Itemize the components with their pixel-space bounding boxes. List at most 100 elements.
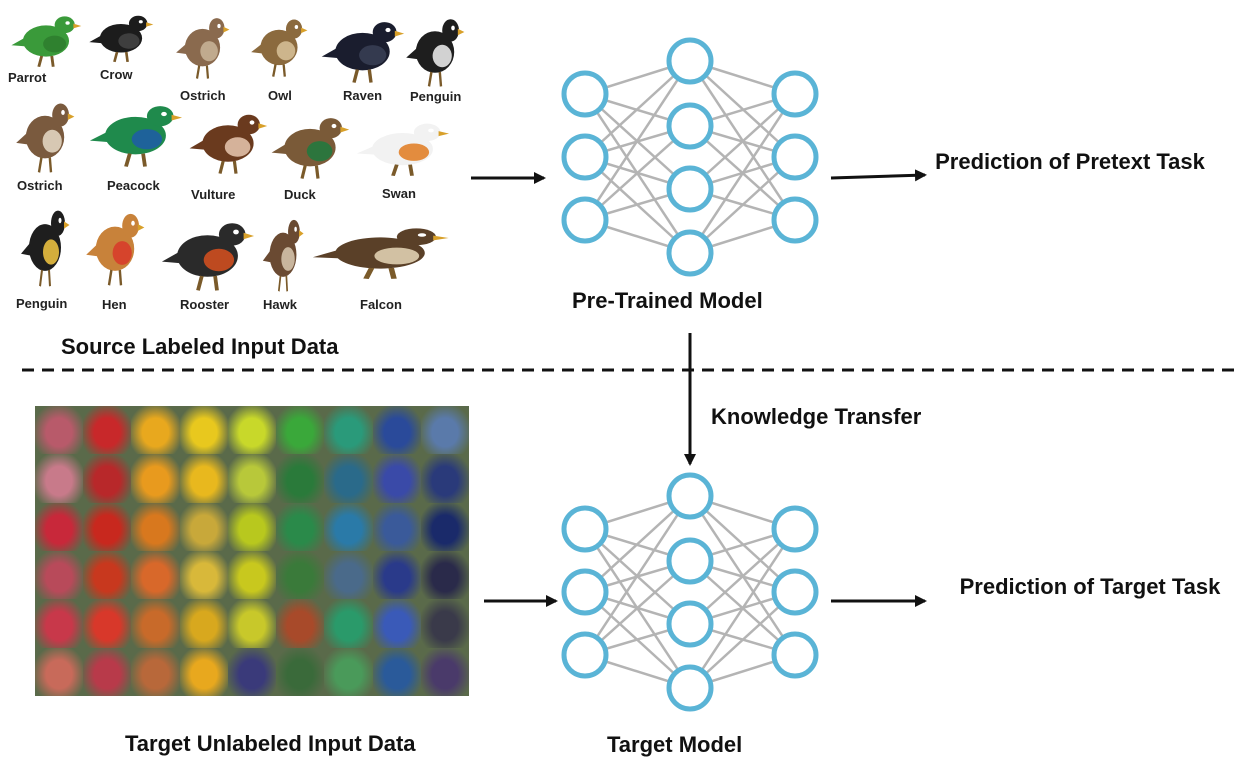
bird-photo-tile xyxy=(227,550,277,600)
bird-photo-tile xyxy=(372,599,421,648)
bird-label-penguin: Penguin xyxy=(410,89,462,104)
bird-photo-tile xyxy=(35,550,84,600)
target-photo-grid xyxy=(35,406,469,696)
bird-label-peacock: Peacock xyxy=(107,178,160,193)
bird-photo-tile xyxy=(83,406,132,455)
pretrained-model-caption: Pre-Trained Model xyxy=(572,288,763,313)
target-prediction-label: Prediction of Target Task xyxy=(959,574,1221,599)
pretrained-edge xyxy=(584,60,691,158)
target-edge xyxy=(689,591,796,689)
bird-photo-tile xyxy=(324,599,373,648)
target-edge xyxy=(688,528,797,689)
pretrained-node-layer-2 xyxy=(666,229,714,277)
bird-photo-tile xyxy=(324,647,373,696)
arrow-pretrained-to-pretext xyxy=(830,169,927,182)
bird-photo-tile xyxy=(324,502,373,551)
knowledge-transfer-label: Knowledge Transfer xyxy=(711,404,922,429)
bird-icon-hawk xyxy=(262,219,304,292)
bird-icon-parrot xyxy=(11,16,82,68)
bird-photo-tile xyxy=(420,502,469,551)
bird-photo-tile xyxy=(179,599,228,648)
bird-photo-tile xyxy=(131,406,180,455)
bird-label-hawk: Hawk xyxy=(263,297,297,312)
bird-photo-tile xyxy=(276,502,325,551)
pretrained-edge xyxy=(583,60,692,221)
pretrained-node-layer-1 xyxy=(561,196,609,244)
pretrained-edge xyxy=(689,93,796,190)
pretrained-edge xyxy=(689,156,796,254)
bird-photo-tile xyxy=(420,454,469,503)
bird-photo-tile xyxy=(276,599,325,648)
bird-photo-tile xyxy=(227,647,277,696)
bird-label-vulture: Vulture xyxy=(191,187,236,202)
bird-photo-tile xyxy=(420,550,469,600)
bird-photo-tile xyxy=(179,406,228,455)
target-node-layer-2 xyxy=(666,664,714,712)
target-node-layer-1 xyxy=(561,631,609,679)
target-edge xyxy=(583,495,692,656)
bird-photo-tile xyxy=(83,502,132,551)
source-data-caption: Source Labeled Input Data xyxy=(61,334,339,359)
bird-photo-tile xyxy=(420,647,469,696)
pretrained-node-layer-3 xyxy=(771,70,819,118)
bird-photo-tile xyxy=(227,502,277,551)
bird-icon-vulture xyxy=(189,114,268,174)
bird-photo-tile xyxy=(35,406,84,455)
target-node-layer-1 xyxy=(561,505,609,553)
target-node-layer-2 xyxy=(666,600,714,648)
target-node-layer-3 xyxy=(771,631,819,679)
bird-label-duck: Duck xyxy=(284,187,316,202)
bird-photo-tile xyxy=(372,502,421,551)
bird-photo-tile xyxy=(83,454,132,503)
target-model-caption: Target Model xyxy=(607,732,743,757)
bird-photo-tile xyxy=(324,454,373,503)
bird-photo-tile xyxy=(35,647,84,696)
bird-photo-tile xyxy=(372,647,421,696)
bird-icon-ostrich xyxy=(16,103,75,173)
pretrained-node-layer-1 xyxy=(561,70,609,118)
pretrained-node-layer-3 xyxy=(771,196,819,244)
target-data-caption: Target Unlabeled Input Data xyxy=(125,731,416,756)
target-edge xyxy=(689,528,796,625)
bird-icon-peacock xyxy=(89,106,183,167)
bird-photo-tile xyxy=(227,454,277,503)
bird-icon-penguin xyxy=(406,19,465,87)
bird-photo-tile xyxy=(83,599,132,648)
bird-label-rooster: Rooster xyxy=(180,297,230,312)
target-node-layer-2 xyxy=(666,537,714,585)
bird-label-owl: Owl xyxy=(268,88,292,103)
pretrained-node-layer-2 xyxy=(666,165,714,213)
bird-photo-tile xyxy=(35,599,84,648)
bird-label-ostrich: Ostrich xyxy=(17,178,63,193)
bird-photo-tile xyxy=(324,550,373,600)
bird-label-raven: Raven xyxy=(343,88,383,103)
bird-photo-tile xyxy=(276,406,325,455)
bird-photo-tile xyxy=(179,647,228,696)
bird-label-swan: Swan xyxy=(382,186,416,201)
pretrained-edge xyxy=(688,93,797,254)
bird-icon-penguin xyxy=(21,210,70,287)
bird-label-crow: Crow xyxy=(100,67,133,82)
bird-photo-tile xyxy=(420,599,469,648)
target-node-layer-2 xyxy=(666,472,714,520)
target-edge xyxy=(584,495,691,593)
bird-icon-raven xyxy=(321,22,405,83)
bird-photo-tile xyxy=(420,406,469,455)
bird-photo-tile xyxy=(35,454,84,503)
bird-photo-tile xyxy=(179,454,228,503)
bird-photo-tile xyxy=(131,454,180,503)
bird-photo-tile xyxy=(131,647,180,696)
bird-icon-crow xyxy=(89,15,154,63)
pretrained-network xyxy=(561,37,819,277)
bird-photo-tile xyxy=(83,550,132,600)
bird-photo-tile xyxy=(35,502,84,551)
pretrained-node-layer-2 xyxy=(666,102,714,150)
bird-photo-tile xyxy=(324,406,373,455)
target-node-layer-3 xyxy=(771,568,819,616)
bird-label-parrot: Parrot xyxy=(8,70,47,85)
bird-icon-ostrich xyxy=(176,18,230,79)
target-network xyxy=(561,472,819,712)
bird-photo-tile xyxy=(179,502,228,551)
bird-photo-tile xyxy=(276,647,325,696)
